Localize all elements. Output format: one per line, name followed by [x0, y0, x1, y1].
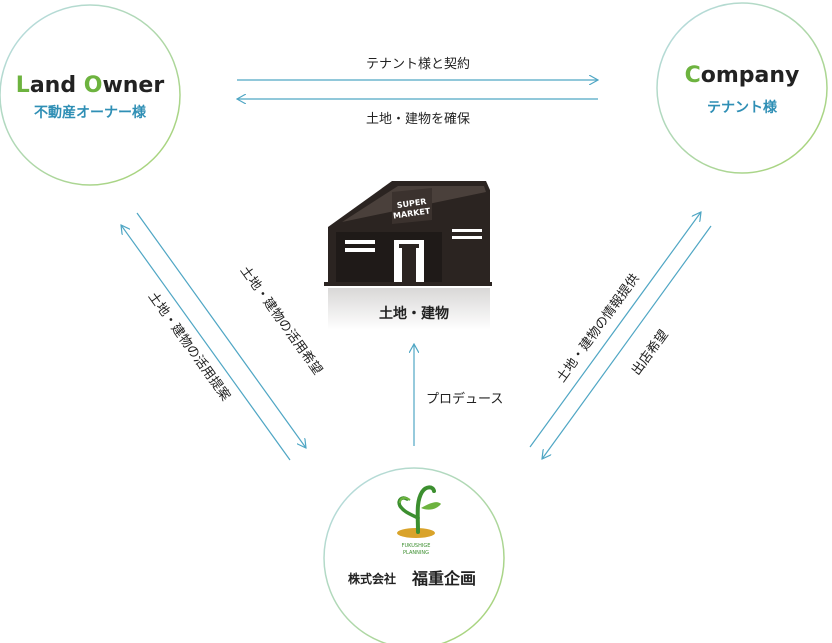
arrow-company-to-fukushige	[542, 225, 712, 459]
arrow-label-secure: 土地・建物を確保	[366, 111, 470, 127]
building-label: 土地・建物	[379, 305, 449, 322]
arrow-fukushige-to-owner	[121, 225, 291, 461]
land-owner-circle	[0, 4, 181, 186]
arrow-label-produce: プロデュース	[426, 391, 503, 407]
supermarket-building-icon	[324, 181, 492, 330]
company-circle	[656, 2, 828, 174]
land-owner-title: Land Owner	[16, 73, 165, 98]
center-arrow: プロデュース	[414, 344, 503, 446]
arrow-owner-to-fukushige	[136, 212, 306, 448]
arrow-label-usage-proposal: 土地・建物の活用提案	[145, 289, 234, 404]
fukushige-node: FUKUSHIGE PLANNING 株式会社 福重企画	[323, 467, 505, 643]
left-arrows: 土地・建物の活用希望 土地・建物の活用提案	[121, 212, 326, 461]
fukushige-circle	[323, 467, 505, 643]
building-sign-line1: SUPER	[396, 197, 427, 210]
land-owner-node: Land Owner 不動産オーナー様	[0, 4, 181, 186]
fukushige-logo-icon	[397, 485, 441, 538]
company-node: Company テナント様	[656, 2, 828, 174]
arrow-label-store-wish: 出店希望	[628, 327, 672, 378]
arrow-fukushige-to-company	[529, 212, 701, 448]
logo-text-line2: PLANNING	[403, 550, 429, 556]
company-subtitle: テナント様	[707, 99, 778, 116]
company-title: Company	[685, 63, 800, 88]
arrow-label-contract: テナント様と契約	[366, 57, 470, 72]
company-name-prefix: 株式会社	[348, 571, 396, 586]
right-arrows: 土地・建物の情報提供 出店希望	[529, 212, 712, 459]
top-arrows: テナント様と契約 土地・建物を確保	[237, 57, 598, 127]
company-name-main: 福重企画	[411, 569, 476, 588]
arrow-label-usage-wish: 土地・建物の活用希望	[237, 263, 326, 378]
land-owner-subtitle: 不動産オーナー様	[34, 104, 147, 121]
logo-text-line1: FUKUSHIGE	[402, 543, 431, 549]
